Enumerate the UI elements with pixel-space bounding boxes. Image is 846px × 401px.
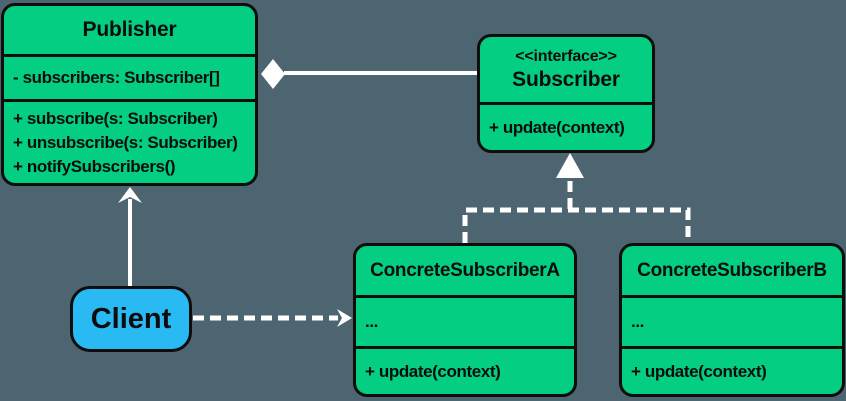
publisher-method: + subscribe(s: Subscriber) bbox=[13, 108, 218, 128]
class-box-subscriber: <<interface>> Subscriber + update(contex… bbox=[477, 34, 655, 153]
publisher-method: + notifySubscribers() bbox=[13, 156, 176, 176]
class-box-concrete-subscriber-a: ConcreteSubscriberA ... + update(context… bbox=[353, 243, 577, 397]
aggregation-diamond-icon bbox=[261, 59, 285, 89]
client-box: Client bbox=[70, 286, 192, 352]
concrete-subscriber-a-attribute: ... bbox=[365, 312, 378, 331]
class-box-publisher: Publisher - subscribers: Subscriber[] + … bbox=[1, 3, 258, 186]
subscriber-title: Subscriber bbox=[512, 67, 620, 91]
concrete-subscriber-b-attribute: ... bbox=[631, 312, 644, 331]
subscriber-methods: + update(context) bbox=[480, 102, 652, 150]
publisher-title: Publisher bbox=[82, 18, 177, 41]
concrete-subscriber-b-attributes: ... bbox=[622, 295, 842, 346]
concrete-subscriber-a-methods: + update(context) bbox=[356, 346, 574, 394]
concrete-subscriber-a-title: ConcreteSubscriberA bbox=[370, 259, 560, 281]
client-publisher-arrow-icon bbox=[118, 187, 142, 203]
publisher-method: + unsubscribe(s: Subscriber) bbox=[13, 132, 238, 152]
concrete-subscriber-a-attributes: ... bbox=[356, 295, 574, 346]
publisher-methods: + subscribe(s: Subscriber) + unsubscribe… bbox=[4, 99, 255, 183]
concrete-subscriber-b-methods: + update(context) bbox=[622, 346, 842, 394]
concrete-subscriber-a-method: + update(context) bbox=[365, 361, 501, 381]
realization-bracket-line bbox=[462, 207, 691, 243]
realization-triangle-icon bbox=[556, 153, 584, 178]
publisher-attributes: - subscribers: Subscriber[] bbox=[4, 54, 255, 99]
class-box-concrete-subscriber-b: ConcreteSubscriberB ... + update(context… bbox=[619, 243, 845, 397]
concrete-subscriber-b-method: + update(context) bbox=[631, 361, 767, 381]
subscriber-stereotype: <<interface>> bbox=[515, 47, 617, 65]
subscriber-method: + update(context) bbox=[489, 117, 625, 137]
publisher-attribute: - subscribers: Subscriber[] bbox=[13, 68, 220, 87]
client-dependency-arrow-icon bbox=[337, 309, 352, 327]
subscriber-header: <<interface>> Subscriber bbox=[480, 37, 652, 102]
client-title: Client bbox=[90, 302, 172, 335]
concrete-subscriber-b-title: ConcreteSubscriberB bbox=[637, 259, 827, 281]
